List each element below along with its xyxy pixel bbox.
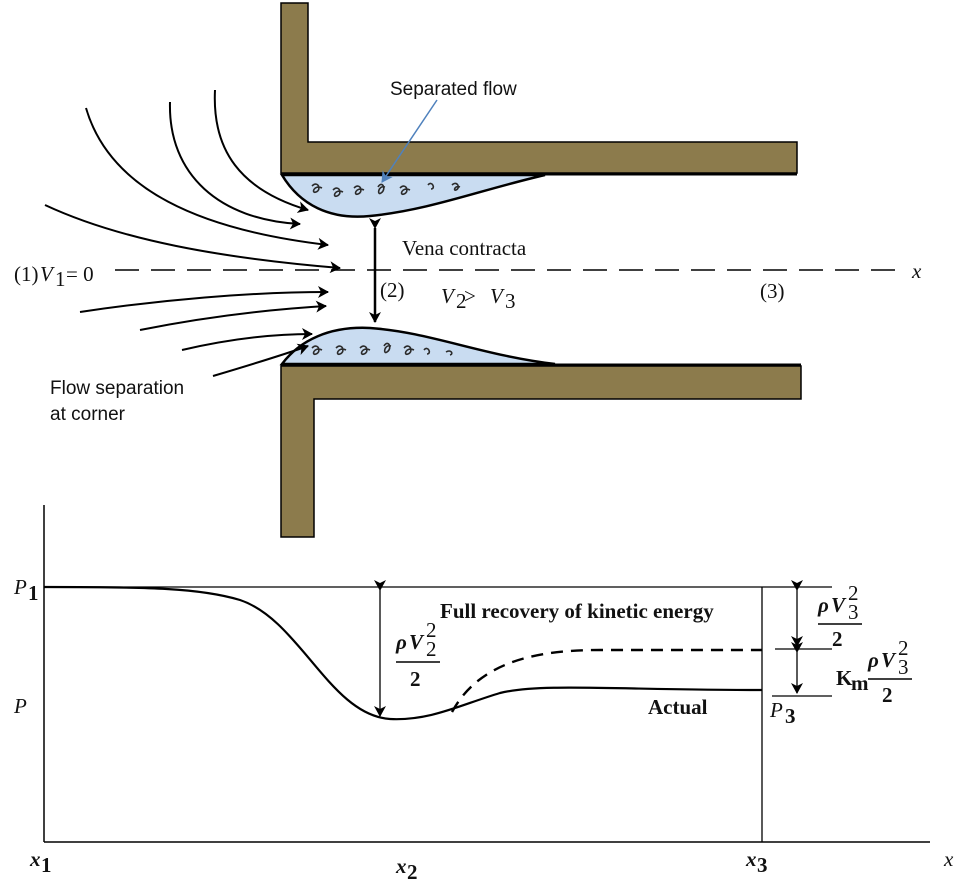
v2-symbol: V (441, 284, 456, 308)
full-recovery-label: Full recovery of kinetic energy (440, 599, 714, 623)
p3-label: P (769, 698, 783, 722)
streamlines (44, 89, 341, 377)
x2-label: x (395, 854, 407, 878)
svg-text:K: K (836, 666, 853, 690)
v1-symbol: V (40, 262, 55, 286)
lower-separated-region (279, 326, 556, 366)
x-axis-label: x (943, 847, 954, 871)
svg-text:2: 2 (426, 637, 437, 661)
station-3-label: (3) (760, 279, 785, 303)
svg-text:m: m (851, 671, 869, 695)
x1-label: x (29, 847, 41, 871)
full-recovery-curve (450, 648, 762, 713)
flow-separation-label-line1: Flow separation (50, 378, 184, 399)
svg-text:2: 2 (882, 683, 893, 707)
svg-text:2: 2 (410, 667, 421, 691)
svg-text:2: 2 (832, 627, 843, 651)
v2-subscript: 2 (456, 289, 467, 313)
v3-subscript: 3 (505, 289, 516, 313)
p-axis-label: P (13, 694, 27, 718)
station-1-label: (1) (14, 262, 39, 286)
lower-wall (280, 365, 802, 538)
svg-text:ρ: ρ (817, 593, 829, 617)
rho-v3-fraction: ρ V 2 3 2 (817, 581, 862, 651)
svg-text:V: V (831, 593, 847, 617)
svg-text:2: 2 (848, 581, 859, 605)
p1-subscript: 1 (28, 581, 39, 605)
x3-label: x (745, 847, 757, 871)
svg-text:V: V (881, 648, 897, 672)
svg-text:V: V (409, 630, 425, 654)
p3-subscript: 3 (785, 704, 796, 728)
svg-text:2: 2 (426, 618, 437, 642)
actual-pressure-curve (43, 585, 763, 721)
upper-eddies (311, 182, 461, 198)
separated-flow-pointer (381, 99, 438, 183)
x2-subscript: 2 (407, 860, 418, 881)
svg-text:3: 3 (848, 600, 859, 624)
km-rho-v3-fraction: K m ρ V 2 3 2 (836, 636, 912, 707)
v1-subscript: 1 (55, 267, 66, 291)
flow-separation-label-line2: at corner (50, 404, 126, 425)
v1-equals-zero: = 0 (66, 262, 94, 286)
actual-label: Actual (648, 695, 708, 719)
x3-subscript: 3 (757, 853, 768, 877)
v2-greater-than: > (464, 284, 476, 308)
svg-text:2: 2 (898, 636, 909, 660)
p1-label: P (13, 575, 27, 599)
lower-eddies (311, 342, 453, 356)
rho-v2-fraction: ρ V 2 2 2 (395, 618, 440, 691)
svg-text:ρ: ρ (395, 630, 407, 654)
station-2-label: (2) (380, 278, 405, 302)
upper-wall (280, 2, 798, 174)
x1-subscript: 1 (41, 853, 52, 877)
separated-flow-label: Separated flow (390, 79, 517, 100)
v3-symbol: V (490, 284, 505, 308)
vena-contracta-label: Vena contracta (402, 236, 527, 260)
upper-separated-region (279, 173, 546, 218)
x-axis-top-label: x (911, 259, 922, 283)
svg-text:ρ: ρ (867, 648, 879, 672)
svg-text:3: 3 (898, 655, 909, 679)
